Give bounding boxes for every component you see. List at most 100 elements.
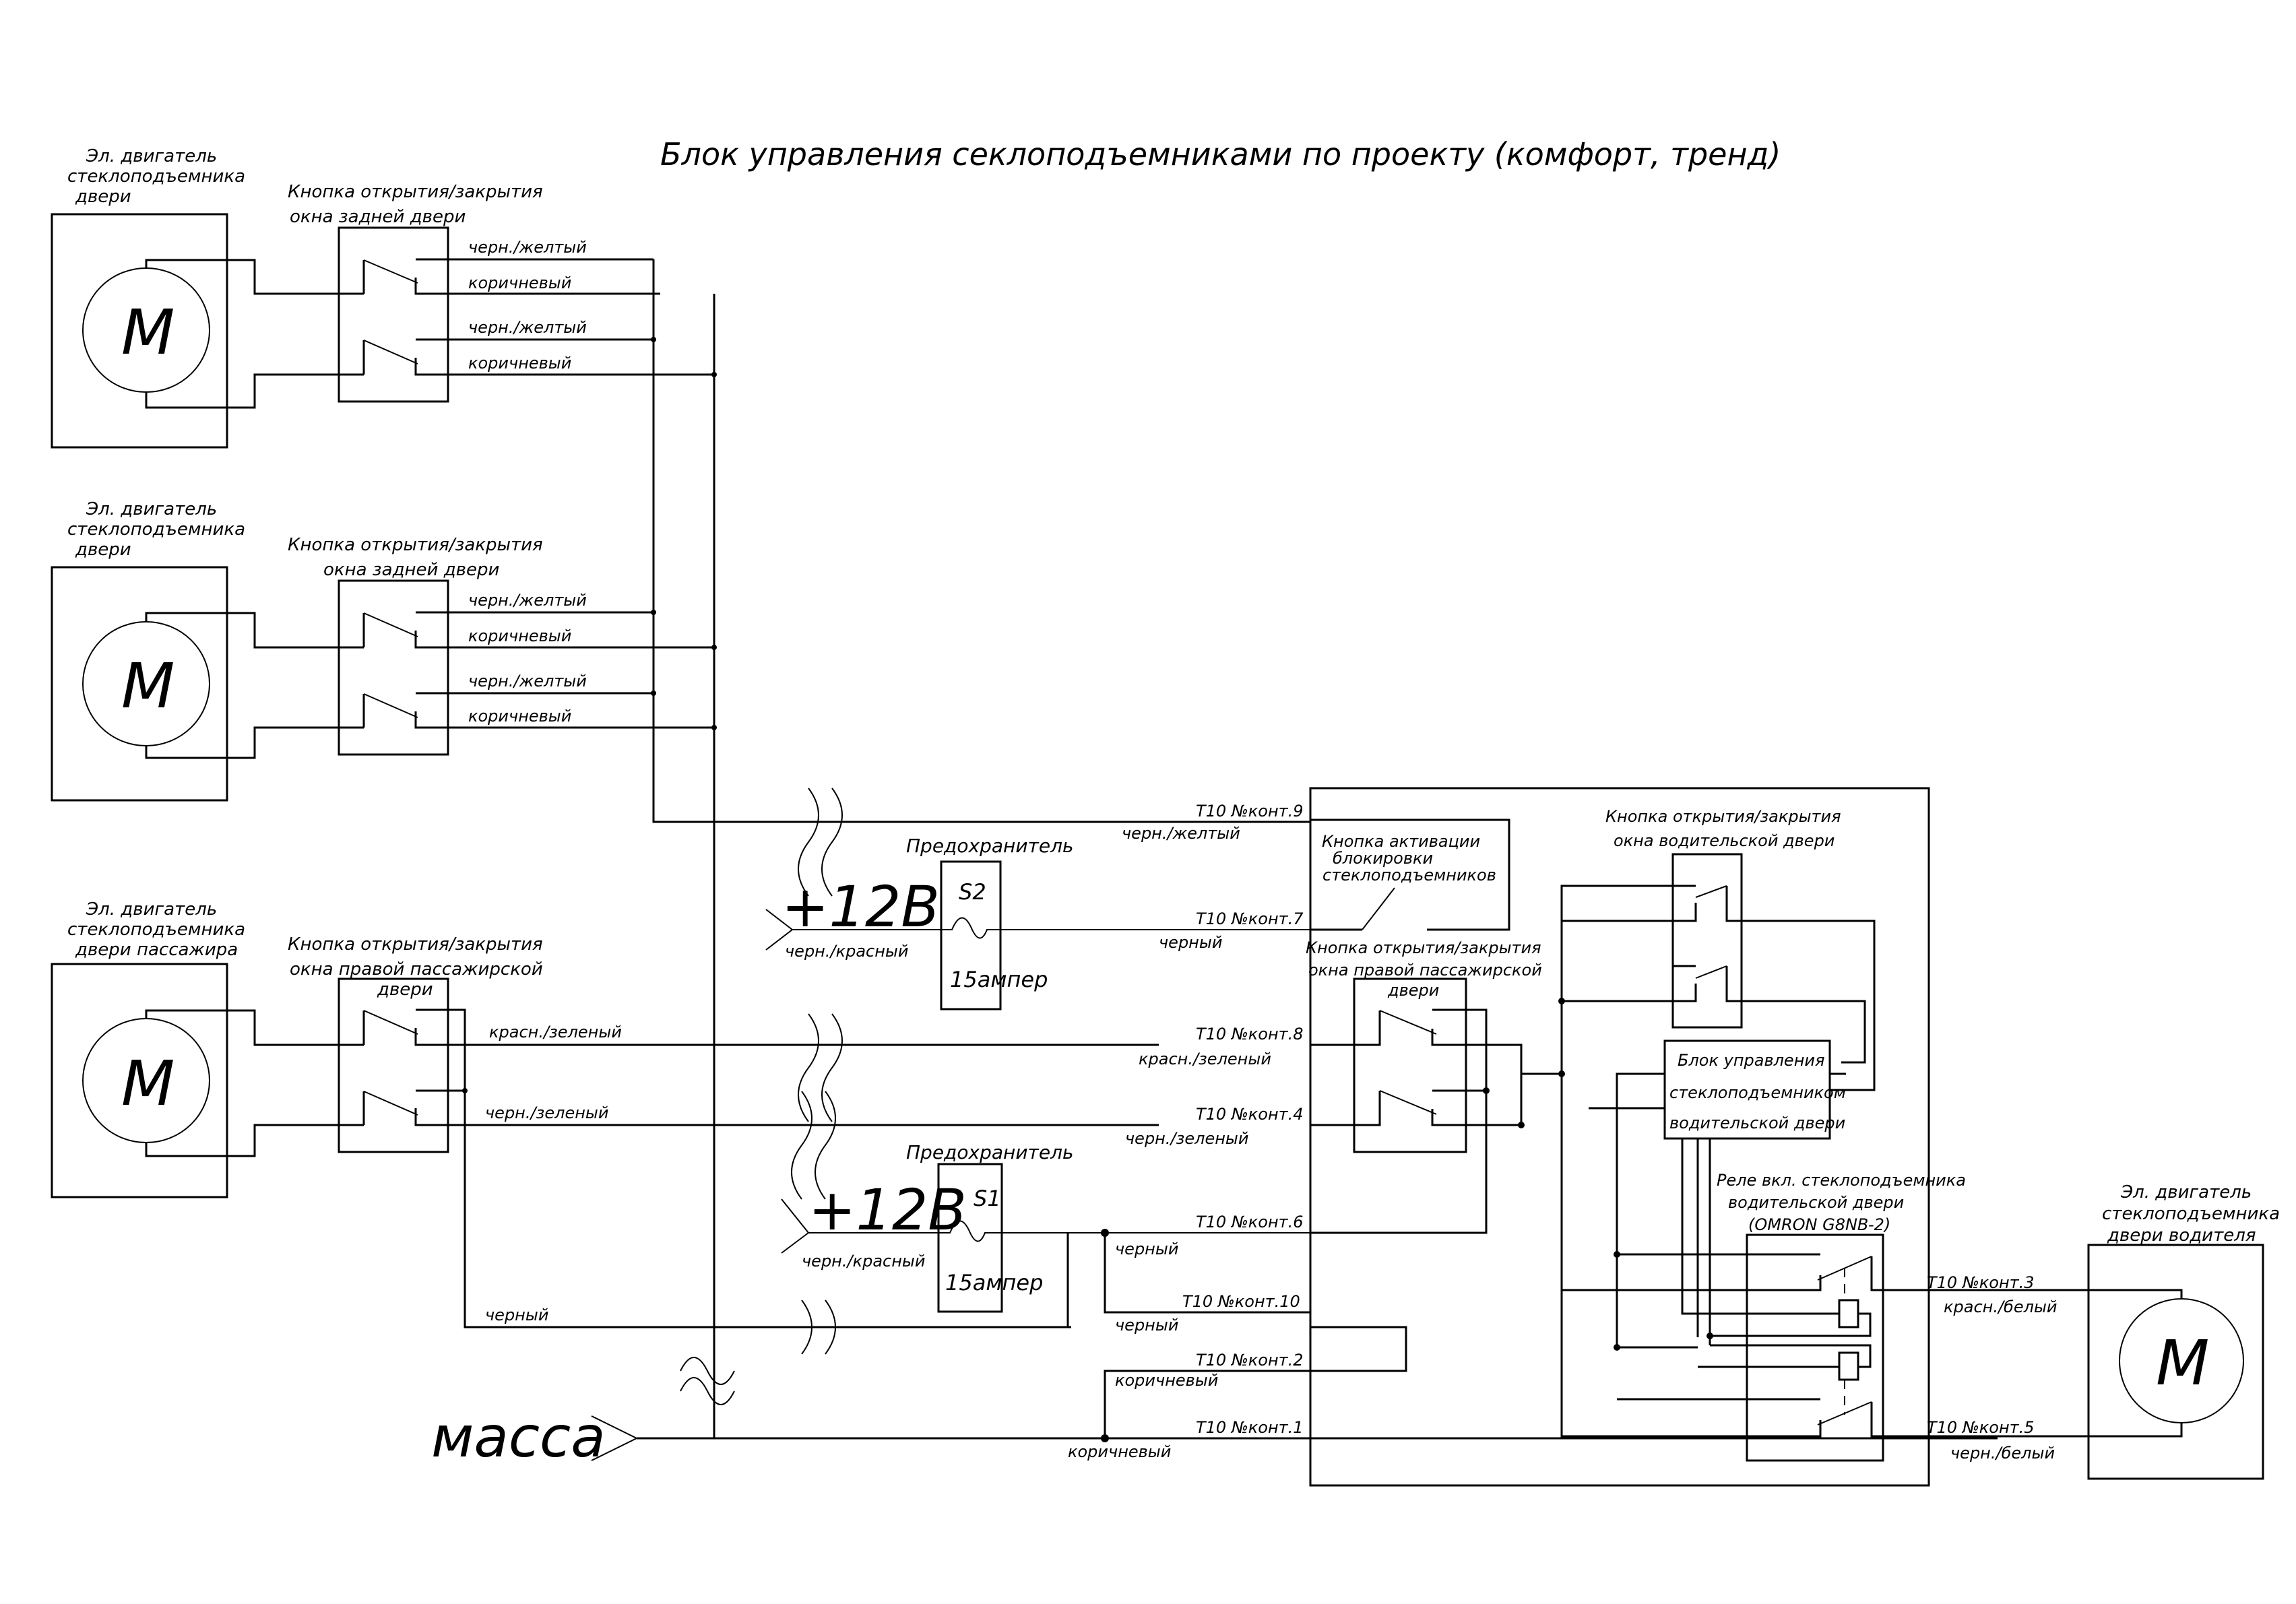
wire-label: коричневый	[1115, 1371, 1218, 1390]
wire-label: черн./зеленый	[485, 1103, 608, 1122]
switch-label-line: окна задней двери	[290, 207, 466, 227]
wire-label: черн./желтый	[468, 672, 587, 691]
wire-label: красн./зеленый	[1139, 1050, 1271, 1068]
relay-label-line: Реле вкл. стеклоподъемника	[1717, 1171, 1966, 1190]
wire-label: черн./зеленый	[1125, 1129, 1248, 1148]
rear-switch-1: Кнопка открытия/закрытия окна задней две…	[288, 182, 714, 403]
fuse-title: Предохранитель	[906, 1141, 1074, 1163]
window-lock-switch: Кнопка активации блокировки стеклоподъем…	[1310, 819, 1510, 931]
connector-labels: Т10 №конт.9 черн./желтый Т10 №конт.7 чер…	[1068, 802, 2058, 1463]
wire-label: черн./желтый	[468, 591, 587, 610]
relay-label-line: водительской двери	[1728, 1193, 1904, 1212]
switch-label-line: блокировки	[1333, 849, 1433, 868]
driver-relay: Реле вкл. стеклоподъемника водительской …	[1562, 1171, 1966, 1462]
wire-label: черный	[485, 1306, 548, 1324]
pin-label: Т10 №конт.3	[1927, 1273, 2035, 1292]
passenger-switch-left: Кнопка открытия/закрытия окна правой пас…	[288, 934, 1159, 1328]
rear-switch-2: Кнопка открытия/закрытия окна задней две…	[288, 535, 714, 756]
driver-door-module	[1309, 787, 1930, 1487]
pin-label: Т10 №конт.8	[1196, 1025, 1304, 1044]
passenger-switch-right: Кнопка открытия/закрытия окна правой пас…	[1306, 938, 1542, 1372]
fuse-rating: 15ампер	[945, 1270, 1043, 1295]
rear-motor-2: Эл. двигатель стеклоподъемника двери M	[51, 499, 364, 802]
fuse-icon	[808, 1220, 1310, 1242]
driver-motor: Эл. двигатель стеклоподъемника двери вод…	[1928, 1182, 2280, 1480]
fuse-id: S2	[959, 879, 986, 905]
pin-label: Т10 №конт.2	[1196, 1351, 1304, 1370]
motor-label-line: двери	[75, 187, 131, 207]
switch-label-line: стеклоподъемников	[1322, 866, 1496, 885]
wire-break-marks	[680, 788, 843, 1405]
wire-label: черн./желтый	[1122, 824, 1240, 843]
wire-label: коричневый	[468, 274, 571, 292]
motor-housing	[51, 213, 228, 449]
switch-label-line: окна правой пассажирской	[1308, 961, 1542, 980]
switch-housing	[1353, 977, 1467, 1153]
wire-label: красн./белый	[1944, 1297, 2058, 1316]
fuse-id: S1	[974, 1186, 1001, 1211]
switch-label-line: окна задней двери	[323, 560, 499, 580]
motor-label-line: стеклоподъемника	[67, 920, 245, 940]
wire-label: коричневый	[468, 627, 571, 645]
fuse-s2: Предохранитель +12В S2 15ампер черн./кра…	[765, 835, 1361, 1010]
supply-arrow-icon	[781, 1198, 810, 1254]
pin-label: Т10 №конт.5	[1927, 1418, 2035, 1437]
motor-label-line: двери водителя	[2107, 1225, 2256, 1246]
wire-label: коричневый	[1068, 1442, 1171, 1461]
wire-label: черн./желтый	[468, 238, 587, 257]
rear-motor-1: Эл. двигатель стеклоподъемника двери M	[51, 146, 364, 449]
driver-window-switch: Кнопка открытия/закрытия окна водительск…	[1521, 807, 1876, 1438]
motor-label-line: стеклоподъемника	[2102, 1204, 2280, 1224]
motor-label-line: стеклоподъемника	[67, 519, 245, 540]
wire-label: красн./зеленый	[489, 1023, 622, 1041]
motor-symbol: M	[121, 1048, 174, 1120]
motor-label-line: Эл. двигатель	[86, 499, 217, 519]
fuse-s1: Предохранитель +12В S1 15ампер черн./кра…	[781, 1141, 1310, 1327]
ground: масса	[431, 1370, 1998, 1470]
pin-label: Т10 №конт.6	[1196, 1213, 1304, 1231]
motor-label-line: Эл. двигатель	[2120, 1182, 2252, 1202]
wire-label: черн./белый	[1950, 1444, 2055, 1463]
driver-control-unit: Блок управления стеклоподъемником водите…	[1589, 1039, 1876, 1349]
motor-housing	[51, 566, 228, 802]
wire-label: черный	[1159, 933, 1222, 952]
fuse-housing	[940, 860, 1002, 1010]
motor-label-line: стеклоподъемника	[67, 166, 245, 187]
switch-label-line: Кнопка открытия/закрытия	[288, 535, 543, 555]
fuse-rating: 15ампер	[950, 967, 1048, 992]
fuse-title: Предохранитель	[906, 835, 1074, 857]
switch-housing	[338, 579, 449, 756]
switch-label-line: Кнопка активации	[1322, 832, 1480, 851]
switch-label-line: двери	[1387, 981, 1439, 1000]
wire-label: коричневый	[468, 354, 571, 373]
control-unit-label-line: водительской двери	[1669, 1114, 1845, 1132]
switch-label-line: Кнопка открытия/закрытия	[288, 934, 543, 955]
wire-label: коричневый	[468, 707, 571, 726]
relay-label-line: (OMRON G8NB-2)	[1748, 1215, 1890, 1234]
pin-label: Т10 №конт.4	[1196, 1105, 1304, 1124]
switch-housing	[338, 977, 449, 1153]
motor-label-line: Эл. двигатель	[86, 146, 217, 166]
fuse-icon	[792, 917, 1361, 939]
pin-label: Т10 №конт.9	[1196, 802, 1304, 821]
supply-voltage-label: +12В	[808, 1177, 967, 1243]
supply-voltage-label: +12В	[782, 874, 940, 940]
diagram-title: Блок управления секлоподъемниками по про…	[660, 136, 1781, 172]
motor-symbol: M	[121, 296, 174, 368]
relay-coil-1	[1838, 1299, 1859, 1328]
motor-label-line: Эл. двигатель	[86, 899, 217, 920]
switch-housing	[338, 226, 449, 403]
motor-housing	[51, 963, 228, 1198]
wire-label: черн./желтый	[468, 318, 587, 337]
control-unit-label-line: Блок управления	[1678, 1051, 1824, 1070]
motor-housing	[2087, 1244, 2264, 1480]
switch-label-line: Кнопка открытия/закрытия	[288, 182, 543, 202]
relay-coil-2	[1838, 1351, 1859, 1381]
motor-label-line: двери пассажира	[75, 940, 238, 960]
relay-housing	[1746, 1233, 1884, 1462]
pin-label: Т10 №конт.1	[1196, 1418, 1304, 1437]
switch-label-line: двери	[377, 980, 433, 1000]
wire-label: черн./красный	[802, 1252, 925, 1271]
wire-label: черн./красный	[785, 942, 908, 961]
